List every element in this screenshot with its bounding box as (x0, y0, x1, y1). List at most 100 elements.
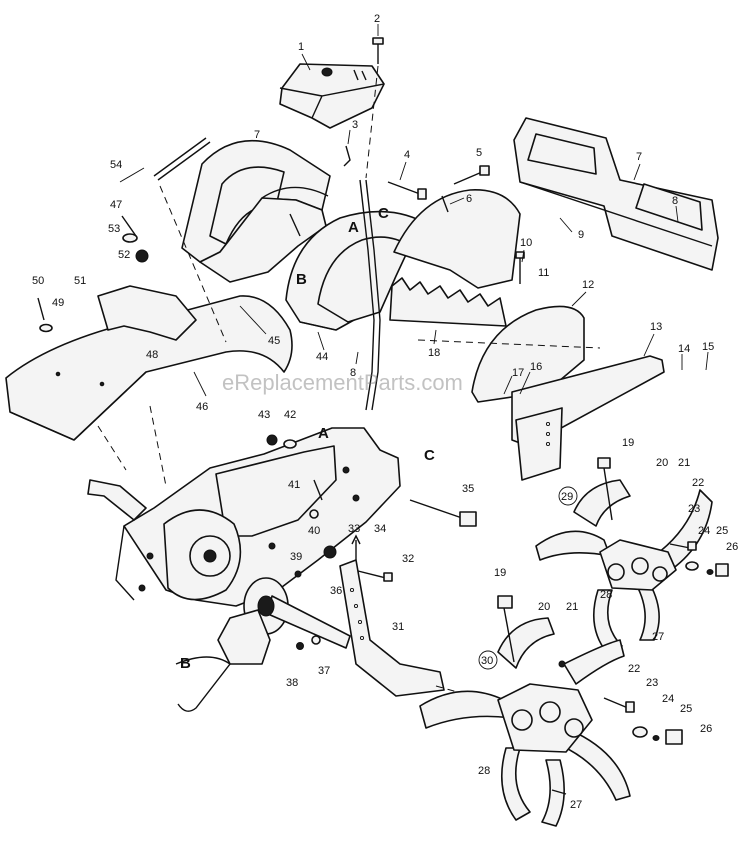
part-number: 47 (110, 199, 122, 211)
part-number: 28 (600, 589, 612, 601)
part-number: 26 (700, 723, 712, 735)
tine-assembly-upper (535, 457, 729, 655)
part-number: 27 (652, 631, 664, 643)
part-number: 44 (316, 351, 328, 363)
bolt-10 (515, 251, 525, 284)
shield-extension-46 (5, 285, 293, 441)
part-number: 26 (726, 541, 738, 553)
bolt-35 (409, 499, 477, 527)
part-number: 41 (288, 479, 300, 491)
lower-bracket (175, 609, 321, 712)
ref-letter-b-upper: B (296, 271, 307, 288)
part-number: 48 (146, 349, 158, 361)
part-number: 18 (428, 347, 440, 359)
part-number: 45 (268, 335, 280, 347)
leader-lines (119, 24, 709, 397)
ref-letter-a-lower: A (318, 425, 329, 442)
part-number: 28 (478, 765, 490, 777)
part-number: 25 (680, 703, 692, 715)
part-number: 35 (462, 483, 474, 495)
part-number: 50 (32, 275, 44, 287)
tine-assembly-lower (419, 595, 683, 827)
part-number: 37 (318, 665, 330, 677)
hardware-left (37, 215, 149, 333)
part-number: 42 (284, 409, 296, 421)
hardware-center (266, 434, 323, 519)
part-number: 20 (538, 601, 550, 613)
spring-pin-3 (343, 145, 351, 167)
ref-letter-c-upper: C (378, 205, 389, 222)
part-number: 43 (258, 409, 270, 421)
part-number: 38 (286, 677, 298, 689)
part-number: 21 (678, 457, 690, 469)
watermark-text: eReplacementParts.com (222, 370, 463, 395)
part-number: 32 (402, 553, 414, 565)
part-number: 19 (494, 567, 506, 579)
bolt-2 (372, 37, 384, 64)
tiller-frame (87, 427, 401, 607)
part-number: 8 (672, 195, 678, 207)
part-number: 52 (118, 249, 130, 261)
part-number: 14 (678, 343, 690, 355)
part-number: 12 (582, 279, 594, 291)
part-number: 34 (374, 523, 386, 535)
part-number: 19 (622, 437, 634, 449)
part-number: 53 (108, 223, 120, 235)
rod-54 (153, 137, 211, 181)
part-number: 46 (196, 401, 208, 413)
part-number: 6 (466, 193, 472, 205)
mounting-bracket (279, 63, 385, 129)
part-number: 8 (350, 367, 356, 379)
part-number: 10 (520, 237, 532, 249)
part-number: 2 (374, 13, 380, 25)
part-number: 9 (578, 229, 584, 241)
ref-letter-c-lower: C (424, 447, 435, 464)
side-shield-12 (471, 305, 585, 403)
part-number: 17 (512, 367, 524, 379)
bolt-32 (353, 569, 393, 582)
part-number: 4 (404, 149, 410, 161)
part-number: 3 (352, 119, 358, 131)
bolt-4 (387, 181, 427, 200)
bolt-5 (453, 165, 490, 185)
part-number: 24 (662, 693, 674, 705)
ref-letter-b-lower: B (180, 655, 191, 672)
part-number-labels: 1 2 3 4 5 6 7 7 8 8 9 10 11 12 13 14 15 … (32, 13, 738, 811)
part-number: 23 (688, 503, 700, 515)
ref-letter-a-upper: A (348, 219, 359, 236)
part-number: 16 (530, 361, 542, 373)
part-number: 15 (702, 341, 714, 353)
part-number: 13 (650, 321, 662, 333)
depth-stake-31 (339, 534, 445, 697)
part-number: 24 (698, 525, 710, 537)
part-number: 20 (656, 457, 668, 469)
depth-plate-13 (511, 355, 665, 481)
part-number: 54 (110, 159, 122, 171)
part-number: 1 (298, 41, 304, 53)
part-number: 23 (646, 677, 658, 689)
part-number: 7 (636, 151, 642, 163)
part-number: 39 (290, 551, 302, 563)
part-number: 49 (52, 297, 64, 309)
part-number: 7 (254, 129, 260, 141)
part-number: 33 (348, 523, 360, 535)
part-number: 25 (716, 525, 728, 537)
part-number: 31 (392, 621, 404, 633)
shield-left-section (181, 139, 331, 283)
part-number: 30 (481, 655, 493, 667)
part-number: 51 (74, 275, 86, 287)
linkage-rod (359, 179, 381, 411)
part-number: 11 (538, 267, 549, 279)
rubber-flap-18 (389, 277, 507, 327)
rear-flap-9 (513, 117, 719, 271)
part-number: 27 (570, 799, 582, 811)
part-number: 5 (476, 147, 482, 159)
part-number: 40 (308, 525, 320, 537)
shield-right-arch (393, 189, 521, 289)
part-number: 36 (330, 585, 342, 597)
part-number: 22 (692, 477, 704, 489)
clip-6 (441, 195, 449, 213)
part-number: 29 (561, 491, 573, 503)
part-number: 21 (566, 601, 578, 613)
